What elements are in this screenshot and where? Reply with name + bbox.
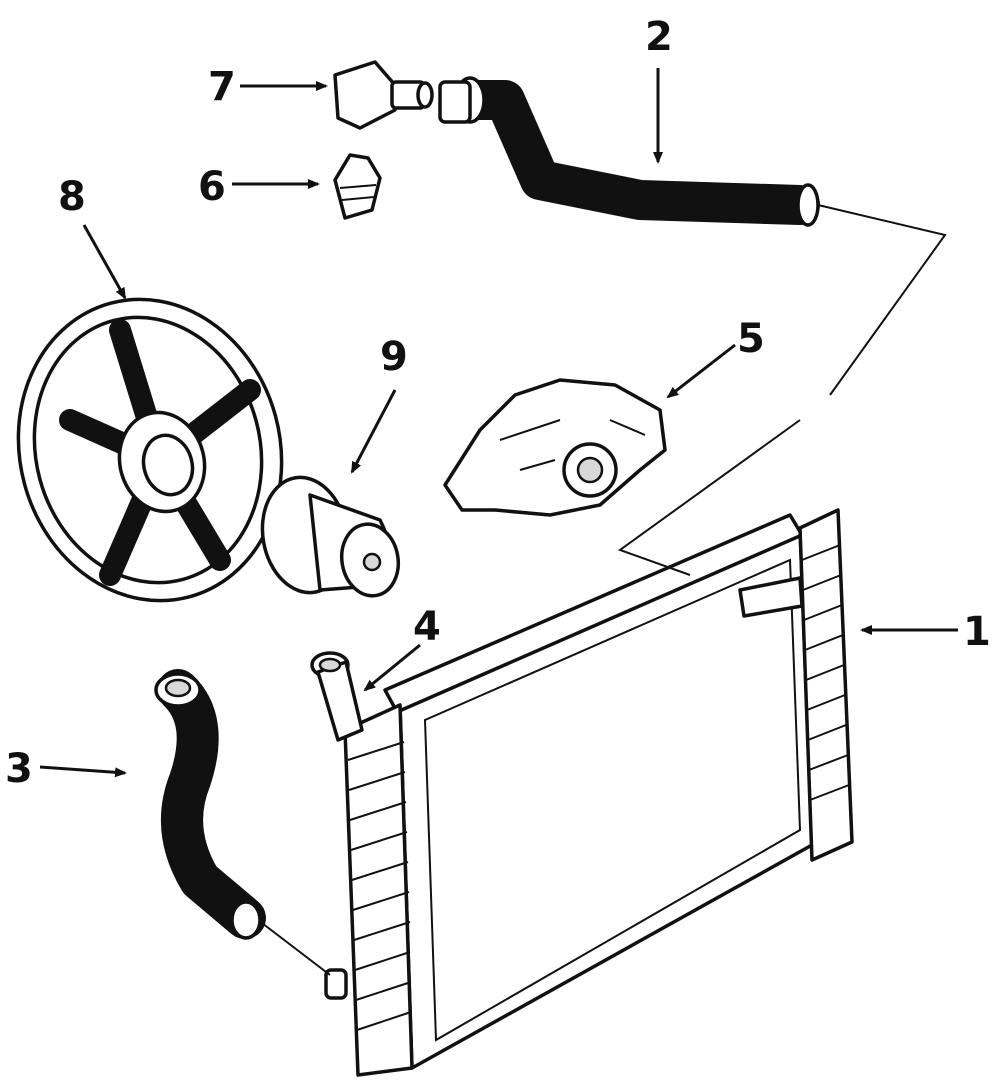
callout-4: 4 <box>413 604 441 650</box>
arrow-4 <box>363 643 421 692</box>
arrow-8 <box>82 224 127 300</box>
arrow-5 <box>666 343 736 399</box>
callout-6: 6 <box>198 164 226 210</box>
fan-pulley <box>16 297 284 603</box>
water-pump <box>443 378 667 517</box>
callout-1: 1 <box>963 609 991 655</box>
thermostat <box>333 153 382 220</box>
callout-8: 8 <box>58 174 86 220</box>
callout-arrows <box>39 68 958 778</box>
radiator-cap <box>310 651 364 742</box>
callout-7: 7 <box>208 64 236 110</box>
lower-radiator-hose <box>154 669 266 940</box>
callout-5: 5 <box>737 316 765 362</box>
radiator <box>324 508 854 1077</box>
upper-radiator-hose <box>438 76 820 227</box>
arrow-9 <box>350 389 397 474</box>
callout-2: 2 <box>645 14 673 60</box>
arrow-3 <box>39 765 127 778</box>
fan-clutch <box>260 475 401 598</box>
callout-3: 3 <box>5 746 33 792</box>
callout-labels: 1 2 3 4 5 6 7 8 9 <box>5 14 991 792</box>
callout-9: 9 <box>380 334 408 380</box>
radiator-left-tank-ribs <box>347 741 412 1031</box>
radiator-right-tank-ribs <box>801 544 850 801</box>
thermostat-housing <box>333 60 434 130</box>
